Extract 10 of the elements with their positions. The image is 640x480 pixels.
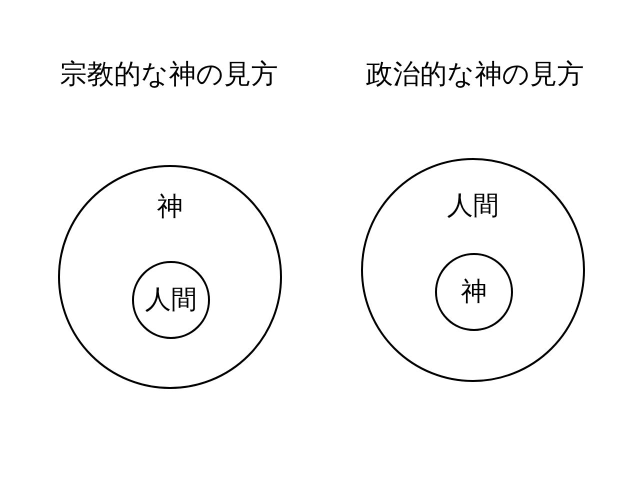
concept-label: 人間 xyxy=(145,285,197,315)
inner-circle xyxy=(132,261,210,339)
outer-circle xyxy=(361,158,585,382)
diagram-heading: 宗教的な神の見方 xyxy=(60,59,278,91)
diagram-heading: 政治的な神の見方 xyxy=(366,59,584,91)
outer-circle xyxy=(58,165,282,389)
inner-circle xyxy=(435,253,513,331)
concept-label: 神 xyxy=(157,192,183,222)
concept-label: 人間 xyxy=(447,191,499,221)
concept-label: 神 xyxy=(461,277,487,307)
